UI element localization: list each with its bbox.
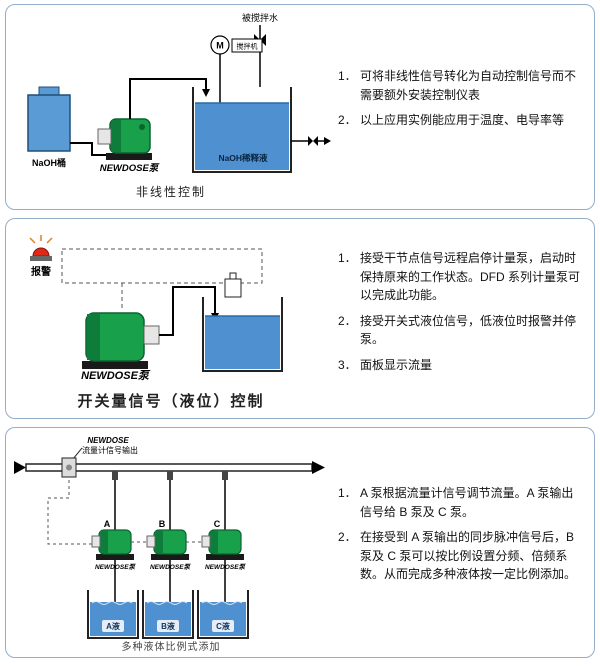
injection-valves xyxy=(112,471,228,530)
flowmeter-brand-label: NEWDOSE xyxy=(87,436,129,445)
top-water-label: 被搅拌水 xyxy=(242,12,278,23)
pump-head xyxy=(146,535,156,548)
panel3-notes: 1． A 泵根据流量计信号调节流量。A 泵输出信号给 B 泵及 C 泵。 2． … xyxy=(338,484,582,591)
pump-head xyxy=(91,535,101,548)
note-item: 3． 面板显示流量 xyxy=(338,356,582,375)
outlet-valve-line xyxy=(291,136,331,146)
mixer-box-label: 搅拌机 xyxy=(237,42,258,51)
injection-valve-icon xyxy=(112,471,118,480)
note-item: 1． A 泵根据流量计信号调节流量。A 泵输出信号给 B 泵及 C 泵。 xyxy=(338,484,582,521)
tank-b-label: B液 xyxy=(161,621,175,631)
tank-water xyxy=(205,316,280,369)
injection-valve-icon xyxy=(222,471,228,480)
discharge-arrow-icon xyxy=(202,89,210,97)
note-number: 1． xyxy=(338,69,357,83)
dilution-tank: NaOH稀释液 xyxy=(192,87,292,173)
outlet-valve-icon xyxy=(308,136,313,146)
note-text: 在接受到 A 泵输出的同步脉冲信号后，B 泵及 C 泵可以按比例设置分频、倍频系… xyxy=(360,530,577,582)
pump-head xyxy=(201,535,211,548)
metering-pump: NEWDOSE泵 xyxy=(81,312,160,382)
note-number: 1． xyxy=(338,486,357,500)
note-number: 2． xyxy=(338,313,357,328)
alarm-beacon: 报警 xyxy=(29,235,53,278)
signal-dashed-lines xyxy=(47,480,205,545)
pump-label: NEWDOSE泵 xyxy=(81,370,151,382)
flowmeter-callout: NEWDOSE 流量计信号输出 xyxy=(72,436,138,460)
pump-head xyxy=(97,128,112,145)
panel2-caption: 开关量信号（液位）控制 xyxy=(77,393,265,410)
pump-c: C NEWDOSE泵 xyxy=(201,519,247,604)
note-item: 2． 以上应用实例能应用于温度、电导率等 xyxy=(338,111,582,130)
tank-a: A液 xyxy=(87,590,139,639)
note-text: 接受干节点信号远程启停计量泵，启动时保持原来的工作状态。DFD 系列计量泵可以完… xyxy=(360,251,580,303)
pump-a: A NEWDOSE泵 xyxy=(91,519,137,604)
metering-pump: NEWDOSE泵 xyxy=(97,118,160,174)
panel2-notes: 1． 接受干节点信号远程启停计量泵，启动时保持原来的工作状态。DFD 系列计量泵… xyxy=(338,249,582,382)
note-item: 2． 接受开关式液位信号，低液位时报警并停泵。 xyxy=(338,312,582,349)
tank-a-label: A液 xyxy=(106,621,120,631)
dilution-tank-label: NaOH稀释液 xyxy=(218,153,268,163)
note-number: 3． xyxy=(338,357,357,372)
solution-tank xyxy=(202,272,283,372)
signal-dashed-wiring xyxy=(61,248,263,311)
pump-base xyxy=(82,361,148,369)
panel1-notes: 1． 可将非线性信号转化为自动控制信号而不需要额外安装控制仪表 2． 以上应用实… xyxy=(338,67,582,137)
level-control-svg: 报警 NEWDOSE泵 xyxy=(29,235,283,382)
note-text: A 泵根据流量计信号调节流量。A 泵输出信号给 B 泵及 C 泵。 xyxy=(360,486,574,519)
alarm-label: 报警 xyxy=(31,265,51,278)
nonlinear-control-diagram: 被搅拌水 M 搅拌机 xyxy=(10,9,332,186)
pump-head xyxy=(143,325,160,345)
note-number: 1． xyxy=(338,251,357,265)
proportional-dosing-svg: NEWDOSE 流量计信号输出 xyxy=(14,436,325,639)
note-number: 2． xyxy=(338,530,357,545)
panel-level-signal-control: 报警 NEWDOSE泵 xyxy=(5,218,595,419)
note-text: 以上应用实例能应用于温度、电导率等 xyxy=(360,113,565,128)
suction-pipe xyxy=(70,142,108,156)
pump-label: NEWDOSE泵 xyxy=(100,163,160,174)
pump-a-tag: A xyxy=(104,519,111,529)
nonlinear-control-svg: 被搅拌水 M 搅拌机 xyxy=(27,12,331,174)
note-text: 可将非线性信号转化为自动控制信号而不需要额外安装控制仪表 xyxy=(360,69,577,102)
panel-proportional-dosing: NEWDOSE 流量计信号输出 xyxy=(5,427,595,658)
level-switch-bottle xyxy=(224,278,242,298)
note-text: 面板显示流量 xyxy=(360,357,433,372)
note-text: 接受开关式液位信号，低液位时报警并停泵。 xyxy=(360,313,577,347)
panel1-caption: 非线性控制 xyxy=(135,185,206,199)
pump-base xyxy=(106,153,152,160)
discharge-pipe xyxy=(159,286,216,336)
note-item: 1． 接受干节点信号远程启停计量泵，启动时保持原来的工作状态。DFD 系列计量泵… xyxy=(338,249,582,305)
pump-b-tag: B xyxy=(159,519,166,529)
flowmeter-signal-label: 流量计信号输出 xyxy=(82,445,138,455)
pipe-outlet-arrow-icon xyxy=(312,461,325,474)
pipe-inlet-arrow-icon xyxy=(14,461,26,474)
panel-nonlinear-control: 被搅拌水 M 搅拌机 xyxy=(5,4,595,210)
pump-b: B NEWDOSE泵 xyxy=(146,519,192,604)
pump-knob xyxy=(139,124,145,130)
outlet-arrow-icon xyxy=(324,137,331,145)
note-item: 2． 在接受到 A 泵输出的同步脉冲信号后，B 泵及 C 泵可以按比例设置分频、… xyxy=(338,528,582,584)
motor-label: M xyxy=(216,41,224,51)
tank-c-label: C液 xyxy=(216,621,230,631)
level-control-diagram: 报警 NEWDOSE泵 xyxy=(10,223,332,388)
tank-b: B液 xyxy=(142,590,194,639)
naoh-tank-label: NaOH桶 xyxy=(32,157,66,168)
note-item: 1． 可将非线性信号转化为自动控制信号而不需要额外安装控制仪表 xyxy=(338,67,582,104)
proportional-dosing-diagram: NEWDOSE 流量计信号输出 xyxy=(10,432,332,649)
note-number: 2． xyxy=(338,113,357,128)
naoh-tank: NaOH桶 xyxy=(27,86,71,168)
discharge-pipe xyxy=(129,78,207,119)
injection-valve-icon xyxy=(167,471,173,480)
pump-c-tag: C xyxy=(214,519,221,529)
alarm-dome-icon xyxy=(32,247,50,257)
tank-c: C液 xyxy=(197,590,249,639)
dilution-tank-water xyxy=(195,103,289,170)
panel3-caption: 多种液体比例式添加 xyxy=(121,642,221,653)
